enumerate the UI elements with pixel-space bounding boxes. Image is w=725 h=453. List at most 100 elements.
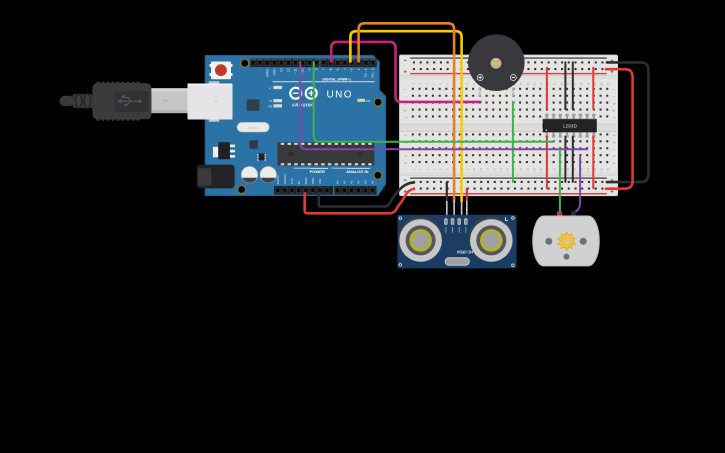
svg-text:29: 29 xyxy=(600,82,604,86)
svg-text:19: 19 xyxy=(533,82,537,86)
svg-text:DIGITAL (PWM~): DIGITAL (PWM~) xyxy=(322,77,351,81)
svg-text:16MHZ: 16MHZ xyxy=(248,126,258,130)
svg-text:GND: GND xyxy=(304,177,308,185)
svg-text:b: b xyxy=(612,155,616,157)
svg-text:13: 13 xyxy=(279,68,283,72)
svg-text:HC-SR04: HC-SR04 xyxy=(456,249,473,254)
svg-text:6: 6 xyxy=(445,169,449,171)
svg-text:GND: GND xyxy=(272,68,276,76)
svg-text:24: 24 xyxy=(566,168,570,172)
svg-text:5: 5 xyxy=(439,169,443,171)
svg-text:TX: TX xyxy=(269,99,273,103)
svg-text:6: 6 xyxy=(445,83,449,85)
svg-text:4: 4 xyxy=(432,169,436,171)
svg-text:2: 2 xyxy=(419,83,423,85)
svg-text:RX: RX xyxy=(269,105,273,109)
svg-text:2: 2 xyxy=(357,68,361,70)
svg-text:ARDUINO: ARDUINO xyxy=(292,102,315,107)
svg-text:e: e xyxy=(404,135,408,137)
svg-text:16: 16 xyxy=(512,168,516,172)
svg-text:11: 11 xyxy=(479,168,483,171)
svg-text:RX←0: RX←0 xyxy=(371,68,375,78)
svg-text:e: e xyxy=(612,135,616,137)
svg-text:j: j xyxy=(612,88,616,90)
svg-text:c: c xyxy=(612,149,616,151)
svg-text:b: b xyxy=(404,155,408,157)
svg-text:26: 26 xyxy=(579,82,583,86)
svg-text:28: 28 xyxy=(593,168,597,172)
svg-text:7: 7 xyxy=(322,68,326,70)
svg-text:22: 22 xyxy=(553,168,557,172)
svg-text:A5: A5 xyxy=(371,180,375,184)
svg-text:17: 17 xyxy=(519,168,523,172)
svg-text:A3: A3 xyxy=(357,180,361,184)
svg-text:j: j xyxy=(404,88,408,90)
svg-text:12: 12 xyxy=(486,168,490,172)
svg-text:4: 4 xyxy=(343,68,347,70)
svg-text:g: g xyxy=(612,110,616,112)
svg-text:A4: A4 xyxy=(364,180,368,184)
svg-text:f: f xyxy=(612,117,616,118)
svg-text:~9: ~9 xyxy=(308,68,312,72)
svg-text:30: 30 xyxy=(606,168,610,172)
svg-text:5V: 5V xyxy=(297,180,301,185)
svg-text:A2: A2 xyxy=(350,180,354,184)
svg-text:10: 10 xyxy=(472,168,476,172)
svg-text:25: 25 xyxy=(573,82,577,86)
svg-text:IOREF: IOREF xyxy=(276,175,280,185)
svg-text:~3: ~3 xyxy=(350,68,354,72)
svg-text:TX→1: TX→1 xyxy=(364,68,368,77)
svg-text:h: h xyxy=(612,103,616,105)
svg-text:29: 29 xyxy=(600,168,604,172)
svg-text:3: 3 xyxy=(425,169,429,171)
svg-text:23: 23 xyxy=(559,168,563,172)
svg-text:AREF: AREF xyxy=(265,68,269,77)
svg-text:19: 19 xyxy=(533,168,537,172)
svg-text:1: 1 xyxy=(412,83,416,85)
svg-text:8: 8 xyxy=(315,68,319,70)
svg-text:g: g xyxy=(404,110,408,112)
svg-text:5: 5 xyxy=(439,83,443,85)
svg-text:4: 4 xyxy=(432,83,436,85)
svg-text:A0: A0 xyxy=(335,180,339,184)
svg-text:d: d xyxy=(612,142,616,144)
svg-text:ON: ON xyxy=(366,99,370,103)
svg-text:RESET: RESET xyxy=(283,174,287,184)
svg-text:18: 18 xyxy=(526,168,530,172)
svg-text:VIN: VIN xyxy=(318,179,322,184)
svg-text:a: a xyxy=(612,162,616,164)
svg-text:17: 17 xyxy=(519,82,523,86)
svg-text:20: 20 xyxy=(539,82,543,86)
svg-text:~10: ~10 xyxy=(301,68,305,74)
svg-text:f: f xyxy=(404,117,408,118)
svg-text:UNO: UNO xyxy=(327,90,353,101)
svg-text:9: 9 xyxy=(466,169,470,171)
svg-text:26: 26 xyxy=(579,168,583,172)
svg-text:2: 2 xyxy=(419,169,423,171)
svg-text:9: 9 xyxy=(466,83,470,85)
svg-text:1: 1 xyxy=(412,169,416,171)
svg-text:~5: ~5 xyxy=(336,68,340,72)
svg-text:3.3V: 3.3V xyxy=(290,177,294,184)
svg-text:18: 18 xyxy=(526,82,530,86)
svg-text:i: i xyxy=(612,96,616,97)
svg-text:22: 22 xyxy=(553,82,557,86)
svg-text:a: a xyxy=(404,162,408,164)
svg-text:~11: ~11 xyxy=(294,68,298,73)
svg-text:ANALOG IN: ANALOG IN xyxy=(346,169,369,174)
svg-text:~6: ~6 xyxy=(329,68,333,72)
svg-text:L293D: L293D xyxy=(563,123,577,128)
svg-text:A1: A1 xyxy=(343,180,347,184)
svg-text:13: 13 xyxy=(492,168,496,172)
svg-text:23: 23 xyxy=(559,82,563,86)
svg-text:POWER: POWER xyxy=(310,169,325,174)
svg-text:30: 30 xyxy=(606,82,610,86)
svg-text:GND: GND xyxy=(311,177,315,185)
svg-text:15: 15 xyxy=(506,168,510,172)
svg-text:24: 24 xyxy=(566,82,570,86)
svg-text:10: 10 xyxy=(472,82,476,86)
svg-text:28: 28 xyxy=(593,82,597,86)
svg-text:25: 25 xyxy=(573,168,577,172)
svg-text:h: h xyxy=(404,103,408,105)
svg-text:3: 3 xyxy=(425,83,429,85)
